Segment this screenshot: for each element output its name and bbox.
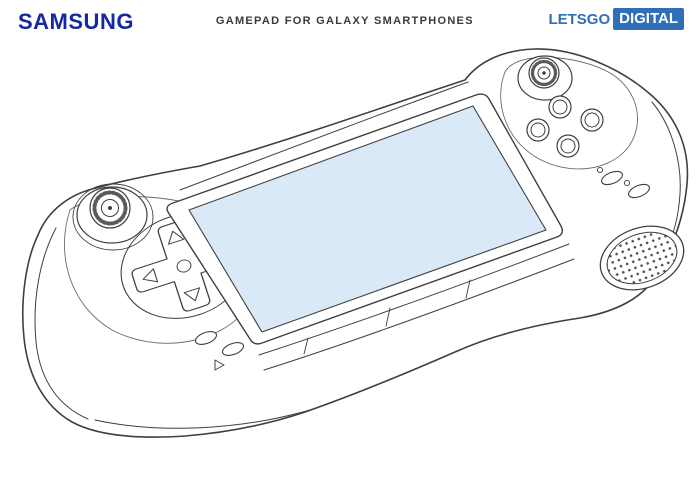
action-buttons xyxy=(526,95,604,158)
right-analog-stick xyxy=(517,55,573,101)
action-button xyxy=(548,95,572,119)
page-title: GAMEPAD FOR GALAXY SMARTPHONES xyxy=(215,15,474,27)
select-triangle-icon xyxy=(214,359,225,371)
facet-lines xyxy=(303,279,471,355)
letsgo-text: LETSGO xyxy=(548,10,611,28)
tray-front-edge xyxy=(258,243,570,356)
left-grip-contour xyxy=(34,227,89,420)
left-analog-stick xyxy=(72,183,154,251)
samsung-logo: SAMSUNG xyxy=(18,9,134,34)
action-button xyxy=(556,134,580,158)
action-button xyxy=(526,118,550,142)
home-icon xyxy=(623,179,631,187)
digital-text: DIGITAL xyxy=(613,8,684,30)
dpad-left-arrow-icon xyxy=(142,268,159,283)
dpad-up-arrow-icon xyxy=(167,230,185,245)
speaker-grille xyxy=(599,225,685,291)
smartphone xyxy=(166,93,564,345)
dpad-down-arrow-icon xyxy=(183,287,201,302)
tray-front-edge-lower xyxy=(263,258,575,371)
gamepad-figure xyxy=(21,48,689,438)
power-icon xyxy=(596,166,604,174)
bottom-skirt-line xyxy=(94,409,311,429)
top-lip-line xyxy=(179,81,469,191)
right-grip-plateau xyxy=(500,56,638,170)
header: SAMSUNG GAMEPAD FOR GALAXY SMARTPHONES L… xyxy=(0,0,700,44)
action-button xyxy=(580,108,604,132)
phone-screen xyxy=(188,105,547,333)
left-option-buttons xyxy=(194,331,245,371)
right-option-buttons xyxy=(596,166,650,199)
